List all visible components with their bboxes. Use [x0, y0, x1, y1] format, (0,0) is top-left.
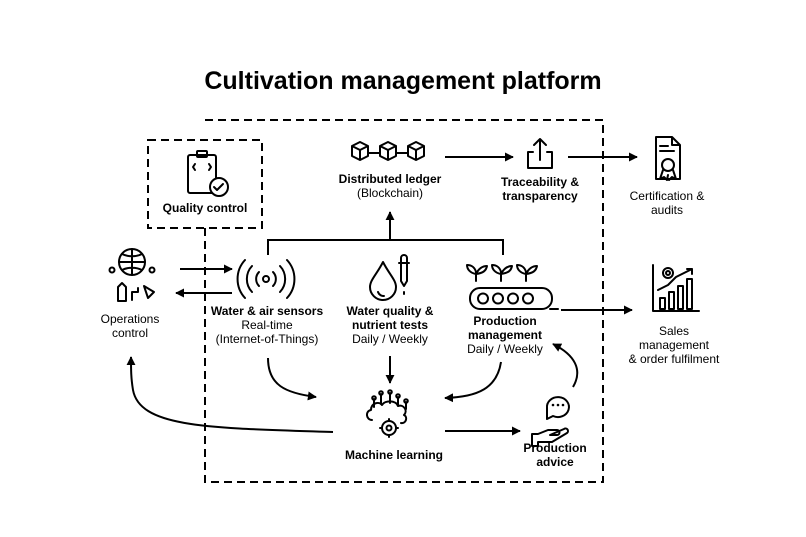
arrow-ml-to-operations: [126, 356, 334, 433]
share-icon: [527, 138, 553, 169]
production-advice-label: Production advice: [505, 441, 605, 469]
operations-line1: Operations: [100, 312, 160, 326]
distributed-ledger-title: Distributed ledger: [338, 172, 442, 186]
production-mgmt-sub: Daily / Weekly: [467, 342, 543, 356]
production-advice-line1: Production: [523, 441, 587, 455]
distributed-ledger-sub: (Blockchain): [356, 186, 424, 200]
blockchain-icon: [351, 141, 425, 161]
machine-learning-label: Machine learning: [344, 448, 444, 462]
certificate-icon: [655, 136, 681, 181]
sensors-label: Water & air sensors Real-time (Internet-…: [202, 304, 332, 346]
sensors-sub1: Real-time: [241, 318, 293, 332]
conveyor-plants-icon: [466, 264, 559, 310]
certification-label: Certification & audits: [612, 189, 722, 217]
operations-label: Operations control: [80, 312, 180, 340]
water-dropper-icon: [369, 254, 410, 301]
traceability-label: Traceability & transparency: [485, 175, 595, 203]
production-mgmt-line2: management: [467, 328, 543, 342]
sensors-sub2: (Internet-of-Things): [215, 332, 319, 346]
water-tests-sub: Daily / Weekly: [352, 332, 428, 346]
sales-line3: & order fulfilment: [628, 352, 720, 366]
traceability-line2: transparency: [502, 189, 578, 203]
distributed-ledger-label: Distributed ledger (Blockchain): [320, 172, 460, 200]
water-tests-line1: Water quality &: [346, 304, 434, 318]
quality-control-label: Quality control: [162, 201, 248, 215]
platform-boundary: [204, 119, 604, 483]
sales-label: Sales management & order fulfilment: [614, 324, 734, 366]
sensor-waves-icon: [236, 259, 296, 299]
clipboard-check-icon: [187, 150, 229, 197]
operations-icon: [108, 248, 156, 302]
arrow-advice-to-production: [552, 343, 579, 388]
ai-brain-icon: [366, 389, 409, 438]
water-tests-line2: nutrient tests: [351, 318, 428, 332]
sales-chart-icon: [652, 264, 700, 312]
certification-line2: audits: [650, 203, 684, 217]
advice-dots: [551, 403, 565, 407]
production-mgmt-line1: Production: [473, 314, 537, 328]
production-mgmt-label: Production management Daily / Weekly: [450, 314, 560, 356]
arrow-production-to-ml: [444, 361, 502, 403]
advice-hand-icon: [531, 396, 570, 447]
quality-control-box: [147, 139, 263, 229]
sales-line2: management: [638, 338, 710, 352]
production-advice-line2: advice: [536, 455, 574, 469]
diagram-title: Cultivation management platform: [204, 67, 602, 95]
sensors-title: Water & air sensors: [210, 304, 324, 318]
certification-line1: Certification &: [629, 189, 705, 203]
operations-line2: control: [111, 326, 149, 340]
water-tests-label: Water quality & nutrient tests Daily / W…: [335, 304, 445, 346]
sales-line1: Sales: [658, 324, 690, 338]
sensor-bracket-line: [267, 239, 504, 255]
arrow-sensors-to-ml: [267, 357, 317, 401]
traceability-line1: Traceability &: [500, 175, 580, 189]
